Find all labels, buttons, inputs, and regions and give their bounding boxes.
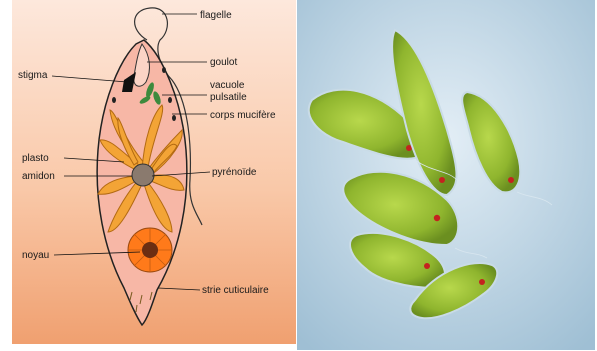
label-plasto: plasto	[22, 153, 49, 164]
euglena-micrograph-panel	[297, 0, 595, 350]
label-pulsatile: pulsatile	[210, 92, 247, 103]
label-pyrenoide: pyrénoïde	[212, 167, 257, 178]
euglena-micrograph	[297, 0, 595, 350]
label-strie: strie cuticulaire	[202, 285, 269, 296]
label-noyau: noyau	[22, 250, 49, 261]
label-goulot: goulot	[210, 57, 237, 68]
label-vacuole: vacuole	[210, 80, 245, 91]
label-flagelle: flagelle	[200, 10, 232, 21]
label-stigma: stigma	[18, 70, 48, 81]
nucleus	[128, 228, 172, 272]
label-amidon: amidon	[22, 171, 55, 182]
label-corps-mucifere: corps mucifère	[210, 110, 276, 121]
euglena-diagram: flagelle goulot stigma vacuole pulsatile…	[12, 0, 296, 344]
nucleolus	[142, 242, 158, 258]
euglena-diagram-panel: flagelle goulot stigma vacuole pulsatile…	[12, 0, 296, 344]
pyrenoid	[132, 164, 154, 186]
